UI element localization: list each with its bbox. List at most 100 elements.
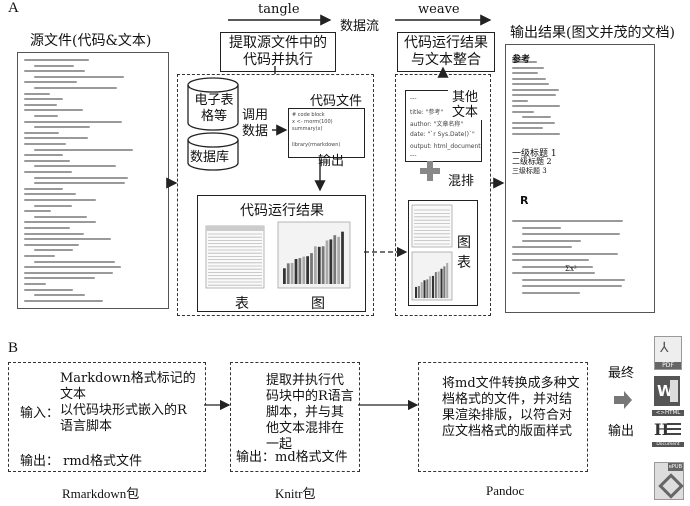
thumbnail-bar	[440, 268, 443, 298]
thumbnail-bar	[317, 246, 321, 284]
figure-label: 图	[311, 296, 325, 312]
document-text-line	[512, 246, 573, 248]
word-icon: W	[654, 376, 680, 406]
document-text-line	[24, 238, 112, 241]
panel-b-letter: B	[8, 340, 19, 356]
document-text-line	[24, 227, 70, 229]
b1-line2: 以代码块形式嵌入的R语言脚本	[60, 403, 187, 434]
thumbnail-bar	[429, 276, 432, 298]
yaml-line: author: "文章名称"	[410, 121, 464, 128]
document-text-line	[512, 252, 618, 255]
thumbnail-bar	[337, 236, 341, 284]
document-text-line	[512, 83, 549, 85]
yaml-line: ---	[410, 152, 417, 159]
thumbnail-bar	[446, 262, 449, 298]
tool-knitr: Knitr包	[275, 486, 316, 501]
document-text-line	[512, 272, 595, 274]
out-doc-h2: 二级标题 2	[512, 157, 552, 166]
tool-pandoc: Pandoc	[486, 483, 525, 498]
document-text-line	[34, 260, 116, 263]
document-text-line	[24, 283, 46, 285]
pdf-icon-label: PDF	[655, 362, 681, 369]
document-text-line	[512, 77, 547, 80]
code-file-box: # code block x <- rnorm(100) summary(x) …	[288, 108, 365, 158]
document-text-line	[34, 182, 125, 185]
document-text-line	[24, 288, 73, 291]
thumbnail-bar	[434, 272, 437, 298]
document-text-line	[522, 278, 626, 281]
thumbnail-bar	[426, 279, 429, 298]
document-text-line	[522, 233, 621, 235]
tangle-container	[177, 74, 374, 316]
html-icon: <>HTML H Document	[652, 410, 684, 452]
code-line: x <- rnorm(100)	[292, 119, 333, 125]
document-text-line	[522, 116, 552, 118]
b3-text: 将md文件转换成多种文档格式的文件，并对结果渲染排版，以符合对应文档格式的版面样…	[442, 376, 580, 439]
word-icon-letter: W	[657, 382, 674, 400]
document-text-line	[24, 210, 52, 213]
document-text-line	[522, 291, 581, 294]
document-text-line	[34, 148, 133, 151]
document-text-line	[24, 299, 103, 302]
spreadsheet-label: 电子表格等	[194, 93, 234, 124]
document-text-line	[512, 105, 560, 107]
document-text-line	[512, 121, 556, 124]
yaml-line: date: "`r Sys.Date()`"	[410, 131, 475, 138]
thumbnail-bar	[286, 263, 290, 284]
document-text-line	[512, 127, 543, 129]
output-document	[505, 44, 655, 313]
document-text-line	[34, 115, 58, 117]
doc-icon-label: Document	[652, 442, 684, 447]
thumbnail-bar	[329, 239, 333, 284]
thumbnail-bar	[420, 282, 423, 298]
document-text-line	[24, 143, 67, 145]
document-text-line	[24, 221, 96, 224]
document-text-line	[512, 132, 560, 135]
document-text-line	[34, 126, 90, 129]
extract-code-box: 提取源文件中的代码并执行	[220, 32, 336, 72]
document-text-line	[512, 88, 560, 91]
epub-icon: ePUB	[654, 462, 684, 500]
document-text-line	[24, 109, 83, 112]
document-text-line	[24, 171, 72, 173]
document-text-line	[24, 232, 84, 235]
document-text-line	[512, 66, 545, 69]
thumbnail-bar	[325, 240, 329, 284]
document-text-line	[512, 94, 556, 96]
thumbnail-bar	[333, 235, 337, 284]
document-text-line	[512, 61, 537, 63]
final-label: 最终	[608, 366, 635, 381]
document-text-line	[24, 81, 77, 84]
document-text-line	[24, 159, 71, 162]
document-text-line	[34, 75, 125, 78]
document-text-line	[24, 154, 63, 157]
document-text-line	[512, 259, 589, 261]
thumbnail-bar	[294, 259, 298, 284]
document-text-line	[24, 70, 85, 73]
knitr-box	[230, 362, 360, 472]
document-text-line	[24, 120, 122, 123]
merge-result-box: 代码运行结果与文本整合	[397, 32, 495, 72]
document-text-line	[522, 226, 562, 229]
table-thumbnail	[205, 225, 265, 289]
code-line: # code block	[292, 112, 325, 118]
code-line: summary(x)	[292, 126, 323, 132]
b1-output: 输出： rmd格式文件	[20, 454, 142, 469]
thumbnail-bar	[283, 268, 286, 284]
document-text-line	[24, 131, 60, 134]
document-text-line	[24, 187, 63, 190]
tangle-label: tangle	[258, 2, 300, 17]
thumbnail-bar	[298, 258, 302, 284]
document-text-line	[34, 165, 116, 168]
database-label: 数据库	[190, 150, 230, 165]
weave-label: weave	[418, 2, 460, 17]
thumbnail-bar	[443, 266, 446, 298]
out-doc-math: Σx²	[565, 265, 577, 273]
spreadsheet-cylinder	[187, 77, 239, 131]
out-doc-h1: 一级标题 1	[512, 149, 557, 159]
out-doc-h3: 三级标题 3	[512, 167, 547, 175]
document-text-line	[512, 110, 535, 113]
dataflow-label: 数据流	[340, 19, 380, 34]
document-text-line	[34, 64, 74, 67]
b2-output: 输出：md格式文件	[236, 450, 348, 465]
